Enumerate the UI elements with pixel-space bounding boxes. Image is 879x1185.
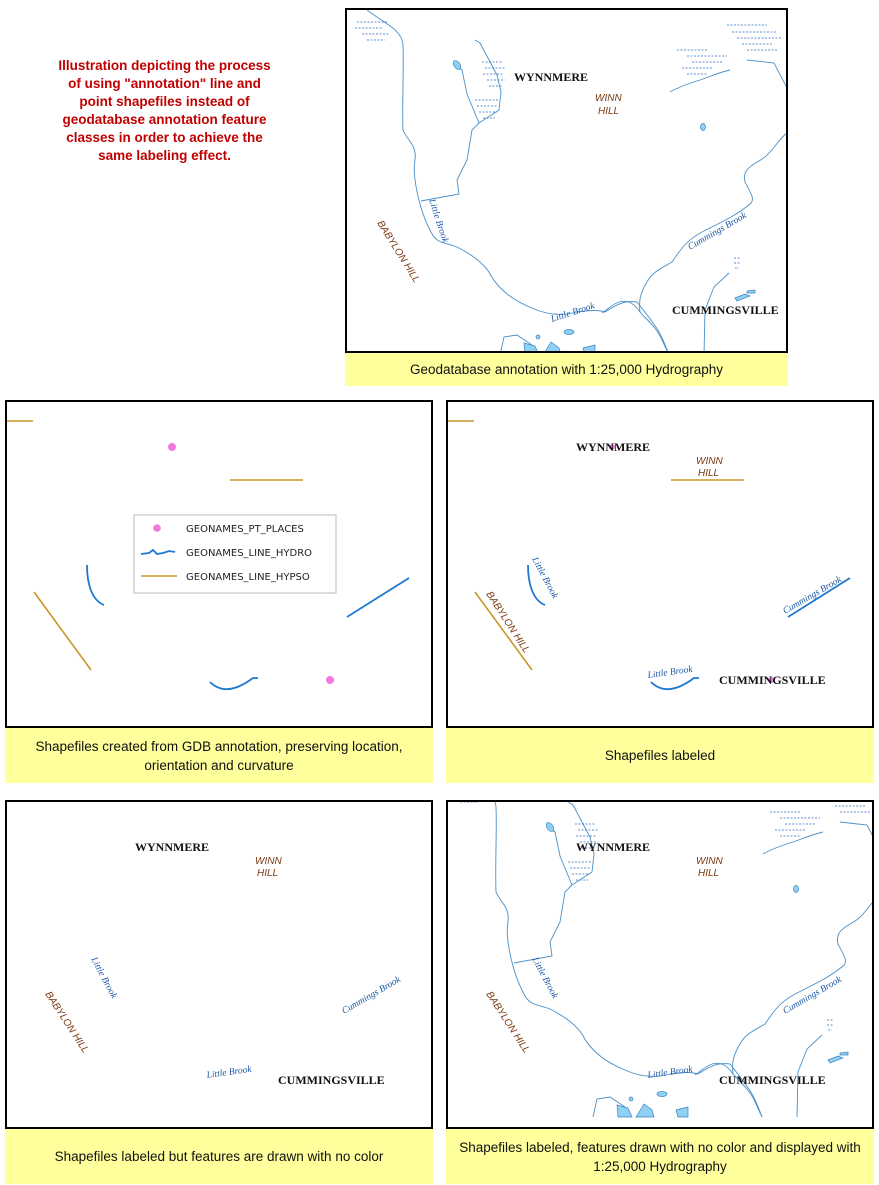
caption-bot-left: Shapefiles labeled but features are draw… <box>5 1129 433 1184</box>
hypso-line <box>33 591 92 671</box>
map-panel-shapefiles: GEONAMES_PT_PLACES GEONAMES_LINE_HYDRO G… <box>5 400 433 728</box>
caption-mid-right: Shapefiles labeled <box>446 728 874 783</box>
label-cummingsville: CUMMINGSVILLE <box>719 1073 826 1087</box>
label-little-brook-2: Little Brook <box>646 1065 694 1081</box>
label-little-brook-2: Little Brook <box>549 301 597 325</box>
label-little-brook-2: Little Brook <box>646 665 694 681</box>
label-little-brook-1: Little Brook <box>88 955 119 1001</box>
place-point <box>326 676 334 684</box>
hydro-line <box>86 564 105 606</box>
label-cummings-brook: Cummings Brook <box>782 575 845 617</box>
legend-swatch-hydro <box>140 548 176 555</box>
label-little-brook-1: Little Brook <box>426 197 450 245</box>
label-cummingsville: CUMMINGSVILLE <box>672 303 779 317</box>
label-hill: HILL <box>698 468 719 479</box>
label-cummings-brook: Cummings Brook <box>687 211 750 253</box>
label-hill: HILL <box>698 868 719 879</box>
label-wynnmere: WYNNMERE <box>135 840 209 854</box>
map-canvas: GEONAMES_PT_PLACES GEONAMES_LINE_HYDRO G… <box>7 420 410 691</box>
caption-top: Geodatabase annotation with 1:25,000 Hyd… <box>345 353 788 386</box>
label-winn: WINN <box>696 856 723 867</box>
legend: GEONAMES_PT_PLACES GEONAMES_LINE_HYDRO G… <box>133 514 337 594</box>
label-little-brook-1: Little Brook <box>529 955 560 1001</box>
label-wynnmere: WYNNMERE <box>514 70 588 84</box>
legend-label-hydro: GEONAMES_LINE_HYDRO <box>186 548 312 559</box>
map-panel-gdb-annotation: WYNNMERE WINN HILL BABYLON HILL Little B… <box>345 8 788 353</box>
label-babylon-hill: BABYLON HILL <box>483 590 531 656</box>
label-hill: HILL <box>598 106 619 117</box>
label-wynnmere: WYNNMERE <box>576 440 650 454</box>
intro-text: Illustration depicting the process of us… <box>58 58 271 163</box>
label-cummingsville: CUMMINGSVILLE <box>278 1073 385 1087</box>
label-little-brook-2: Little Brook <box>205 1065 253 1081</box>
map-panel-labels-with-hydrography: WYNNMERE WINN HILL BABYLON HILL Little B… <box>446 800 874 1129</box>
map-canvas: WYNNMERE WINN HILL BABYLON HILL Little B… <box>354 10 786 351</box>
label-hill: HILL <box>257 868 278 879</box>
label-cummings-brook: Cummings Brook <box>782 975 845 1017</box>
hydro-line <box>346 577 410 618</box>
label-winn: WINN <box>595 93 622 104</box>
legend-label-hypso: GEONAMES_LINE_HYPSO <box>186 572 310 583</box>
map-canvas: WYNNMERE WINN HILL BABYLON HILL Little B… <box>448 802 872 1118</box>
hydro-line <box>209 677 258 691</box>
caption-mid-left: Shapefiles created from GDB annotation, … <box>5 728 433 783</box>
place-point <box>168 443 176 451</box>
label-winn: WINN <box>696 456 723 467</box>
label-cummingsville: CUMMINGSVILLE <box>719 673 826 687</box>
label-winn: WINN <box>255 856 282 867</box>
map-canvas: WYNNMERE WINN HILL BABYLON HILL Little B… <box>448 420 851 691</box>
label-babylon-hill: BABYLON HILL <box>374 219 421 285</box>
hydrography-layer <box>354 10 786 351</box>
legend-label-places: GEONAMES_PT_PLACES <box>186 524 304 535</box>
map-canvas: WYNNMERE WINN HILL BABYLON HILL Little B… <box>42 840 404 1087</box>
map-panel-shapefiles-labeled: WYNNMERE WINN HILL BABYLON HILL Little B… <box>446 400 874 728</box>
map-panel-labels-only: WYNNMERE WINN HILL BABYLON HILL Little B… <box>5 800 433 1129</box>
label-babylon-hill: BABYLON HILL <box>42 990 90 1056</box>
legend-swatch-places <box>153 524 161 532</box>
caption-bot-right: Shapefiles labeled, features drawn with … <box>446 1129 874 1184</box>
label-cummings-brook: Cummings Brook <box>341 975 404 1017</box>
label-wynnmere: WYNNMERE <box>576 840 650 854</box>
label-babylon-hill: BABYLON HILL <box>483 990 531 1056</box>
